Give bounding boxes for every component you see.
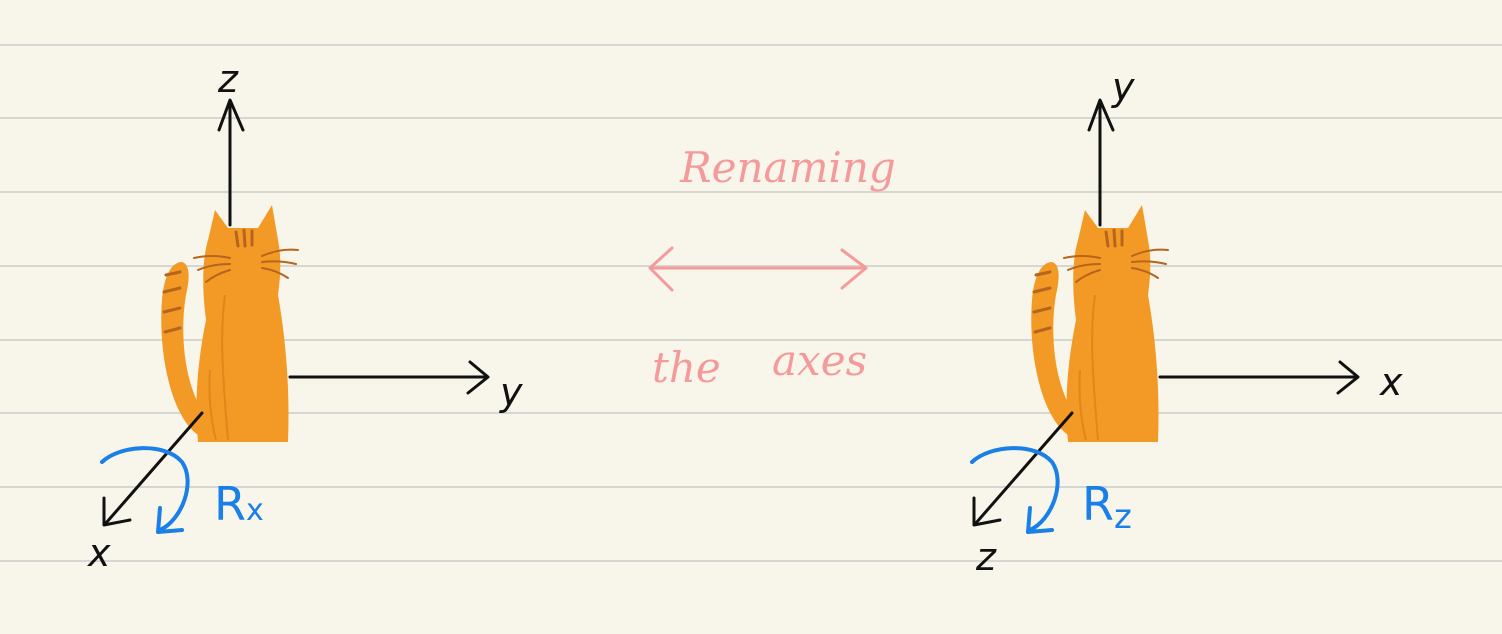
left-axis-diag-label: x bbox=[87, 531, 111, 575]
right-axis-up bbox=[1087, 98, 1115, 227]
left-rotation-letter: R bbox=[214, 477, 246, 531]
cat-icon bbox=[159, 203, 300, 444]
axes-text: axes bbox=[772, 336, 867, 385]
left-rotation-subscript: x bbox=[246, 493, 264, 528]
renaming-text: Renaming bbox=[679, 143, 896, 192]
cat-icon bbox=[1029, 203, 1170, 444]
middle-note: Renaming the axes bbox=[648, 143, 896, 392]
right-axis-up-label: y bbox=[1111, 65, 1135, 109]
right-axis-diag bbox=[972, 411, 1074, 527]
right-rotation-arrow-icon bbox=[970, 446, 1060, 534]
double-headed-arrow-icon bbox=[648, 246, 868, 292]
the-text: the bbox=[652, 343, 721, 392]
left-rotation-arrow-icon bbox=[100, 446, 190, 534]
right-axis-right bbox=[1158, 360, 1360, 395]
left-axis-right bbox=[288, 360, 490, 395]
left-rotation-label: Rx bbox=[214, 477, 264, 531]
right-diagram: y x z Rz bbox=[970, 65, 1403, 579]
right-rotation-letter: R bbox=[1082, 477, 1114, 531]
right-rotation-label: Rz bbox=[1082, 477, 1132, 537]
left-axis-up-label: z bbox=[217, 57, 239, 101]
left-axis-diag bbox=[102, 411, 204, 527]
left-axis-right-label: y bbox=[499, 370, 523, 414]
right-axis-diag-label: z bbox=[975, 535, 997, 579]
right-axis-right-label: x bbox=[1379, 360, 1403, 404]
right-rotation-subscript: z bbox=[1114, 497, 1132, 537]
left-diagram: z y x Rx bbox=[87, 57, 523, 575]
left-axis-up bbox=[217, 98, 245, 227]
